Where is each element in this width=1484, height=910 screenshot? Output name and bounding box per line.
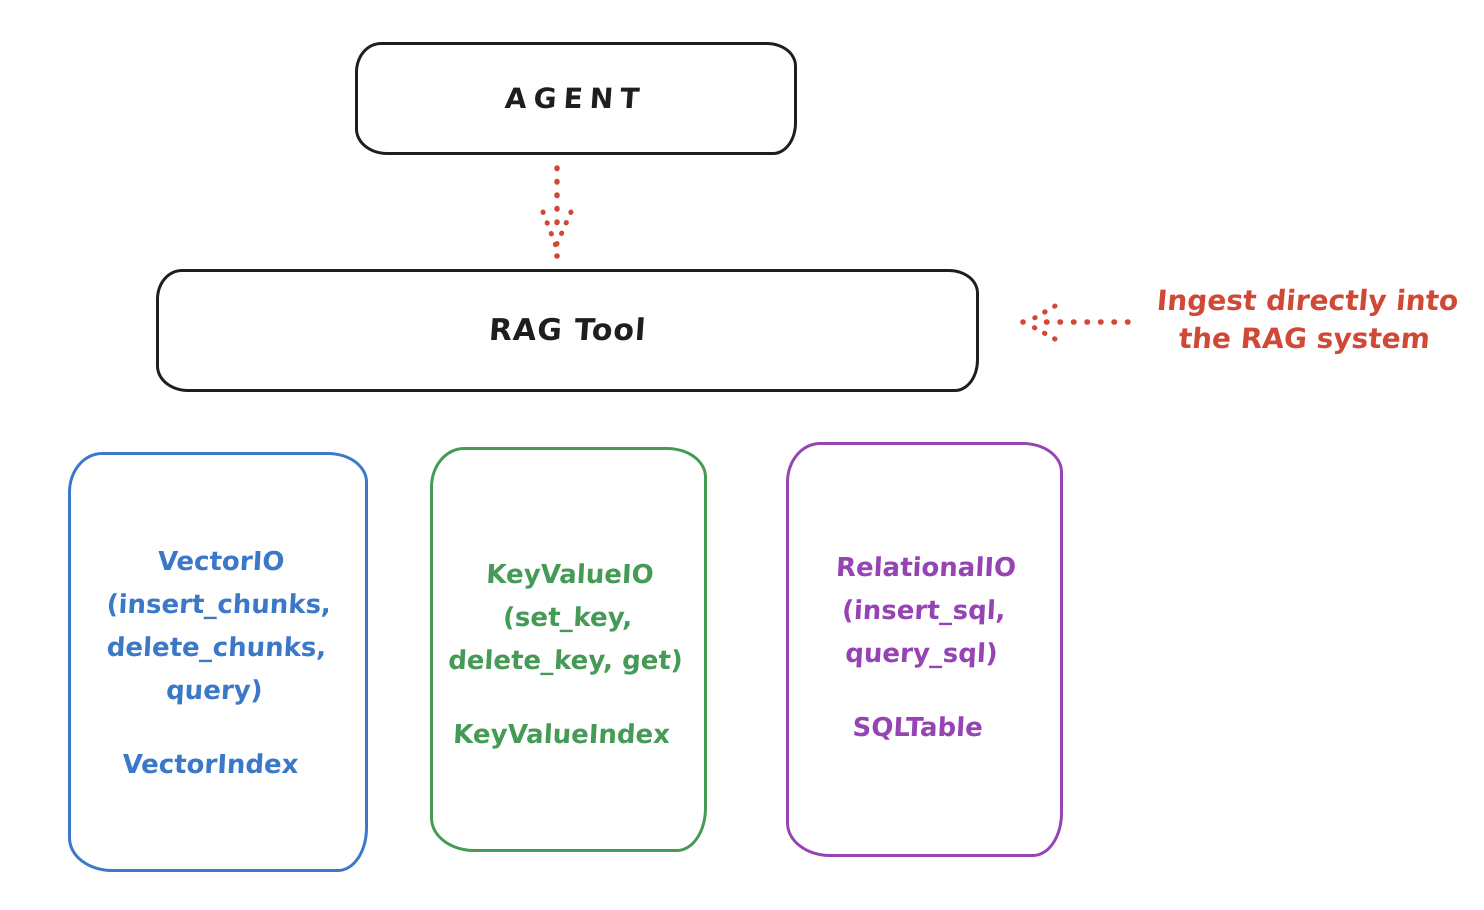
vectorio-text: VectorIO (insert_chunks, delete_chunks, … — [62, 455, 373, 787]
keyvalueio-method-line: delete_key, get) — [447, 646, 684, 676]
keyvalueio-title: KeyValueIO — [485, 560, 655, 590]
relationalio-index-label: SQLTable — [851, 713, 984, 743]
relationalio-method-line: (insert_sql, — [841, 596, 1007, 626]
rag-tool-box: RAG Tool — [156, 269, 979, 392]
vectorio-method-line: delete_chunks, — [106, 633, 328, 663]
agent-label: AGENT — [504, 82, 648, 115]
vectorio-index-label: VectorIndex — [121, 750, 300, 780]
keyvalueio-box: KeyValueIO (set_key, delete_key, get) Ke… — [430, 447, 707, 852]
relationalio-title: RelationalIO — [835, 553, 1017, 583]
relationalio-box: RelationalIO (insert_sql, query_sql) SQL… — [786, 442, 1063, 857]
vectorio-title: VectorIO — [156, 547, 286, 577]
dotted-left-arrow-icon — [1020, 303, 1131, 342]
rag-tool-label: RAG Tool — [487, 313, 648, 348]
ingest-annotation: Ingest directly into the RAG system — [1135, 282, 1478, 358]
agent-box: AGENT — [355, 42, 797, 155]
ingest-annotation-line2: the RAG system — [1177, 322, 1432, 355]
keyvalueio-index-label: KeyValueIndex — [452, 720, 671, 750]
ingest-annotation-line1: Ingest directly into — [1155, 284, 1460, 317]
vectorio-method-line: (insert_chunks, — [105, 590, 332, 620]
keyvalueio-method-line: (set_key, — [502, 603, 634, 633]
vectorio-box: VectorIO (insert_chunks, delete_chunks, … — [68, 452, 368, 872]
relationalio-method-line: query_sql) — [844, 639, 999, 669]
relationalio-text: RelationalIO (insert_sql, query_sql) SQL… — [781, 445, 1068, 750]
dotted-down-arrow-icon — [540, 165, 574, 259]
vectorio-method-line: query) — [165, 676, 264, 706]
keyvalueio-text: KeyValueIO (set_key, delete_key, get) Ke… — [425, 450, 712, 757]
